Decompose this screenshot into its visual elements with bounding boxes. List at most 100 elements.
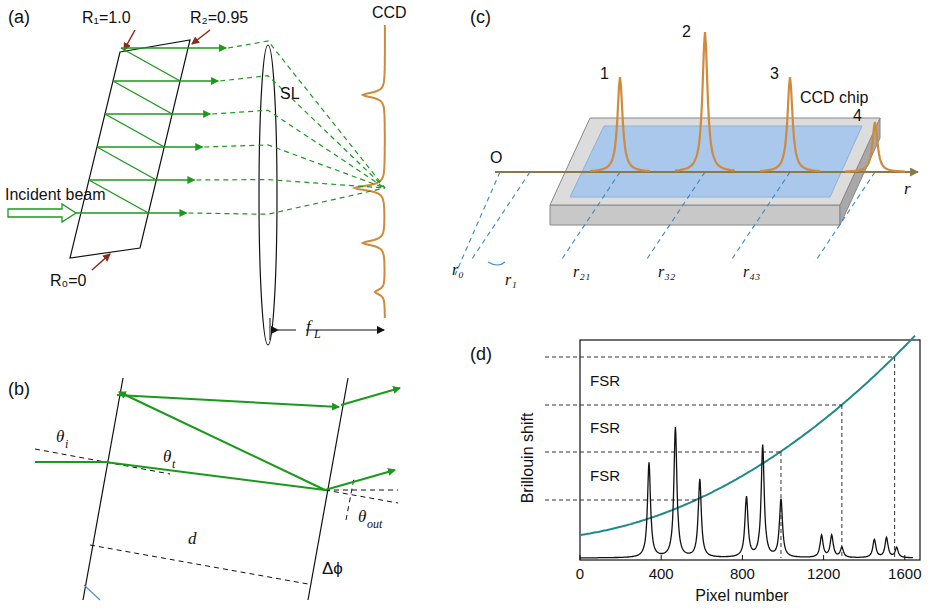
peak [675,32,735,171]
ray [105,114,164,147]
reflectivity-label: R₀=0 [50,273,86,289]
position-label: r₀ [452,262,464,278]
ray [121,48,180,81]
ray [97,146,164,148]
peak-number: 4 [853,108,862,124]
output-ray [180,80,218,82]
phase-label: Δϕ [322,560,343,577]
beam-label: Incident beam [5,187,106,203]
angle-label: θ [358,508,366,525]
position-label: r₃₂ [658,264,675,280]
normal-lines [35,449,398,584]
fsr-label: FSR [590,420,620,435]
position-line [645,172,705,262]
tick [904,555,905,560]
position-line [730,172,790,262]
pointer-arrow [124,30,135,50]
position-lines [455,172,875,275]
ccd-profile [306,25,385,330]
surface-mark [84,585,100,600]
chip-label: CCD chip [800,90,868,106]
tick-label: 1200 [807,566,840,581]
peak-number: 3 [770,66,779,82]
tick [661,555,662,560]
subscript: t [172,458,175,470]
fsr-label: FSR [590,468,620,483]
ray [76,212,148,214]
focal-length-label: f [306,318,311,335]
pointer-arrow [192,30,210,44]
focused-ray [212,110,385,188]
output-ray [164,146,202,148]
panel-label: (d) [470,345,492,363]
tick-label: 1600 [888,566,921,581]
ray [113,80,180,82]
peak-number: 2 [682,24,691,40]
plot-frame [580,340,920,560]
peak [590,77,650,171]
position-label: r₂₁ [573,264,590,280]
reflectivity-label: R₂=0.95 [190,10,248,26]
tick [580,555,581,560]
output-ray [172,113,210,115]
incident-beam-arrow [8,204,76,222]
focused-ray [188,188,385,214]
angle-label: θ [163,448,171,465]
position-line [815,172,875,262]
etalon-plate [70,40,190,258]
output-ray [156,179,194,181]
tick-label: 0 [576,566,584,581]
subscript: L [314,328,321,340]
tick [823,555,824,560]
ray [105,113,172,115]
dimension-arrow [278,330,296,331]
ccd-peaks [590,32,905,172]
peak [845,122,905,172]
ray [113,81,172,114]
peak-number: 1 [600,66,609,82]
lens [259,45,277,345]
output-ray [148,212,186,214]
axis-label: r [904,180,911,197]
position-label: r₄₃ [743,264,760,280]
fsr-level [545,357,895,358]
fsr-level [545,452,781,453]
fsr-level [545,500,699,501]
thickness-label: d [188,530,197,547]
angle-arc [488,262,505,265]
pointer-arrow [92,254,110,270]
dimension-tick [270,318,271,340]
light-rays [76,41,385,214]
focused-ray [204,145,385,188]
lens-label: SL [280,86,300,102]
spectrum [580,427,913,558]
focused-ray [220,76,385,188]
fsr-drop [841,405,842,558]
panel-label: (c) [470,8,491,26]
subscript: i [65,438,68,450]
tick-label: 800 [730,566,755,581]
position-line [455,172,500,275]
plate-faces [83,378,348,600]
position-line [470,172,530,262]
ray [121,47,188,49]
panel-label: (b) [8,380,30,398]
position-line [560,172,620,262]
panel-label: (a) [8,8,30,26]
focused-ray [228,41,385,188]
fsr-label: FSR [590,373,620,388]
output-ray [188,47,226,49]
detector-label: CCD [372,5,407,21]
ray [97,147,156,180]
tick-label: 400 [649,566,674,581]
ray [89,179,156,181]
focused-ray [196,180,385,188]
spectrum-plot [545,336,915,560]
angle-label: θ [56,428,64,445]
origin-label: O [490,150,502,166]
fsr-level [545,405,842,406]
reflectivity-label: R₁=1.0 [82,10,131,26]
axis-title: Brillouin shift [520,413,536,504]
